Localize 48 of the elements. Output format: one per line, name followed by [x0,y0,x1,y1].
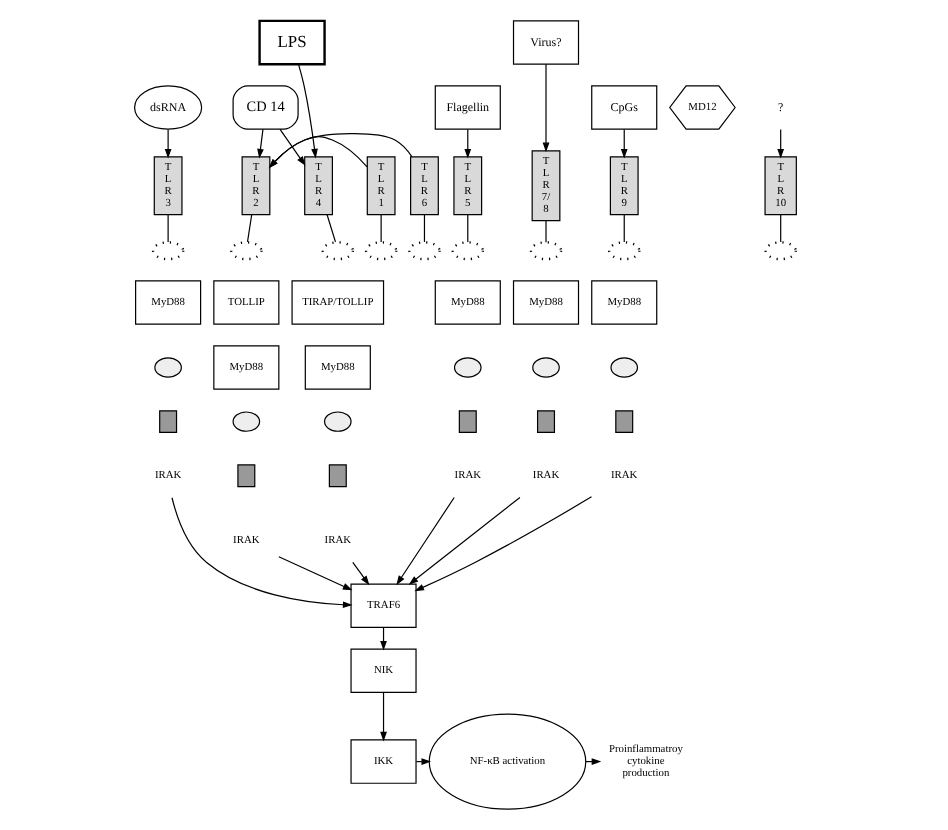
node-circle [608,241,641,261]
node-circle [364,241,398,261]
arrow [164,128,172,159]
node-box [237,464,256,488]
connector [246,214,253,243]
node-box [537,410,556,434]
arrow [268,133,413,169]
arrow [352,561,370,586]
node-circle [764,241,797,261]
connector [467,214,469,243]
arrow [408,496,521,585]
arrow [171,497,353,609]
node-box [328,464,347,488]
node-circle [529,241,563,261]
arrow [257,128,264,159]
node-circle [532,357,560,378]
arrow [620,128,628,159]
node-circle [321,241,355,261]
connector [423,214,426,243]
node-circle [232,411,261,432]
node-circle [453,357,482,378]
connector [780,214,782,243]
node-box [458,410,477,434]
connector [380,214,382,243]
node-box [615,410,634,434]
connector [167,214,169,243]
node-circle [151,241,185,261]
node-circle [610,357,639,378]
arrow [268,136,368,169]
arrow [278,556,353,591]
arrow [396,496,455,586]
arrow [542,63,550,153]
arrow [380,691,387,742]
connector [326,214,337,243]
connector [623,214,625,243]
arrow [777,128,785,159]
node-box [159,410,178,434]
arrow [464,128,472,159]
node-box: LPS [258,19,326,66]
node-circle [323,411,352,432]
arrow [414,496,593,592]
node-circle [451,241,485,261]
node-circle [154,357,182,378]
node-circle [230,241,263,261]
arrow [279,128,306,166]
arrow [298,64,318,159]
connector [545,220,547,243]
node-circle [408,241,441,261]
